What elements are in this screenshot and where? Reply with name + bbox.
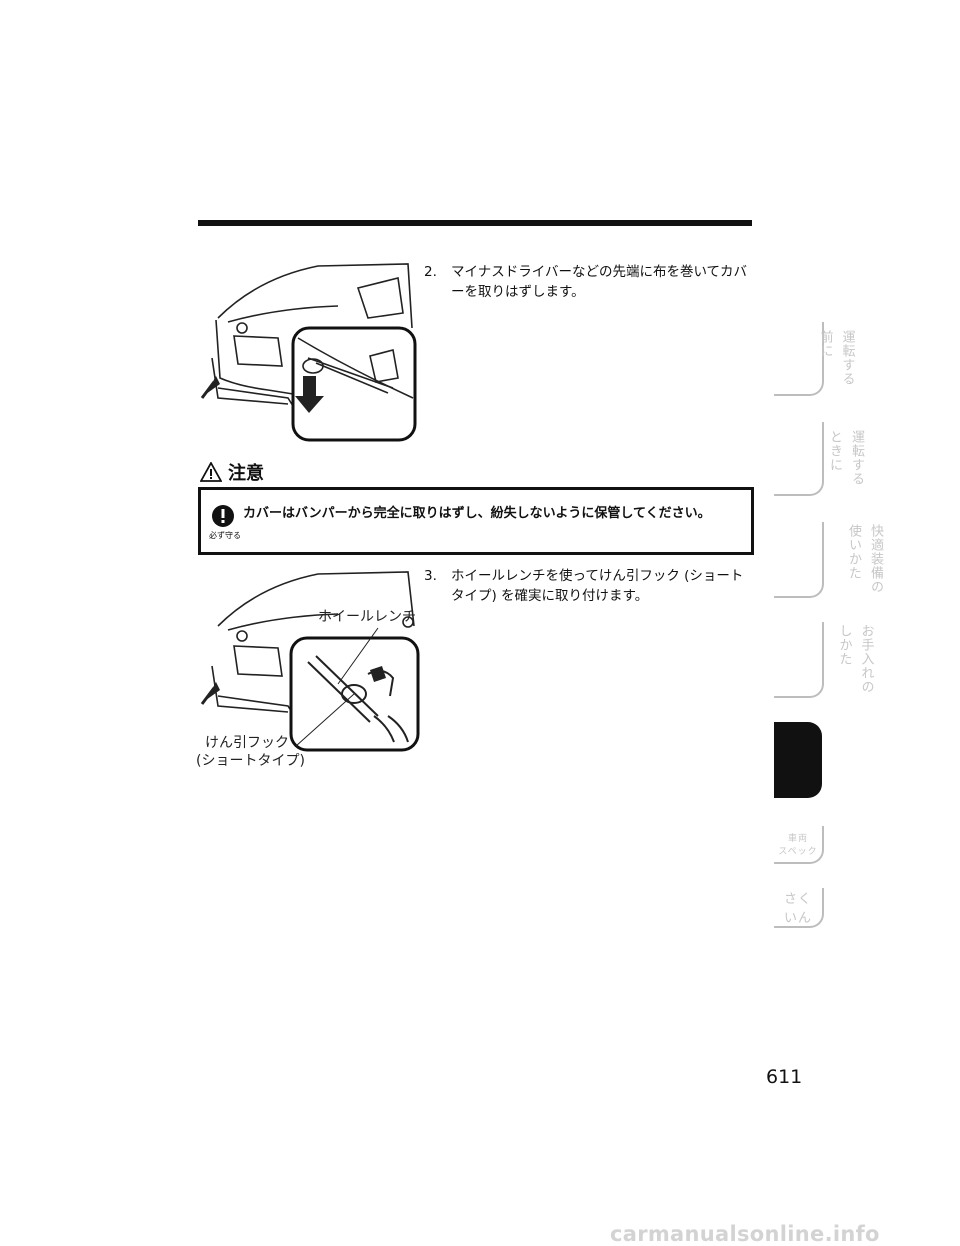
tab-line: 起きたら (846, 725, 861, 781)
tab-line: いん (783, 911, 812, 926)
tab-line: さく (783, 892, 812, 907)
must-observe-icon (212, 505, 234, 527)
hook-label-line2: (ショートタイプ) (196, 753, 305, 769)
tab-comfort-features[interactable]: 快適装備の 使いかた (774, 522, 883, 598)
tab-index[interactable]: さく いん (774, 888, 824, 928)
caution-message: カバーはバンパーから完全に取りはずし、紛失しないように保管してください。 (243, 506, 711, 521)
section-top-rule (198, 220, 752, 226)
caution-title: 注意 (228, 463, 264, 484)
caution-heading: 注意 (200, 460, 264, 484)
tab-line: ときに (827, 430, 842, 472)
step-number: 3. (424, 568, 437, 584)
tab-line: 快適装備の (868, 524, 883, 594)
tab-line: 運転する (839, 330, 855, 386)
warning-triangle-icon (200, 462, 222, 482)
tab-line: しかた (836, 624, 852, 666)
tab-troubleshooting[interactable]: トラブルが 起きたら (774, 722, 883, 798)
step-text: マイナスドライバーなどの先端に布を巻いてカバーを取りはずします。 (451, 264, 748, 300)
illustration-cover-removal (198, 258, 422, 448)
tab-maintenance[interactable]: お手入れの しかた (774, 622, 874, 698)
tab-line: 車両 (787, 834, 808, 844)
tab-line: トラブルが (868, 725, 883, 795)
wrench-label: ホイールレンチ (318, 609, 416, 625)
tab-line: 前に (817, 330, 833, 358)
tab-while-driving[interactable]: 運転する ときに (774, 422, 864, 496)
page-number: 611 (766, 1066, 803, 1088)
step-number: 2. (424, 264, 437, 280)
must-observe-label: 必ず守る (209, 531, 241, 540)
tab-line: 使いかた (846, 524, 861, 580)
tab-before-driving[interactable]: 運転する 前に (774, 322, 855, 396)
tab-vehicle-specs[interactable]: 車両 スペック (774, 826, 824, 864)
hook-label-line1: けん引フック (205, 735, 289, 751)
caution-box: 必ず守る カバーはバンパーから完全に取りはずし、紛失しないように保管してください… (198, 487, 754, 555)
illustration-hook-install (198, 566, 426, 760)
tab-line: 運転する (849, 430, 864, 486)
tab-line: お手入れの (858, 624, 874, 694)
watermark: carmanualsonline.info (610, 1222, 880, 1246)
tab-line: スペック (778, 847, 818, 857)
step-text: ホイールレンチを使ってけん引フック (ショートタイプ) を確実に取り付けます。 (451, 568, 744, 604)
